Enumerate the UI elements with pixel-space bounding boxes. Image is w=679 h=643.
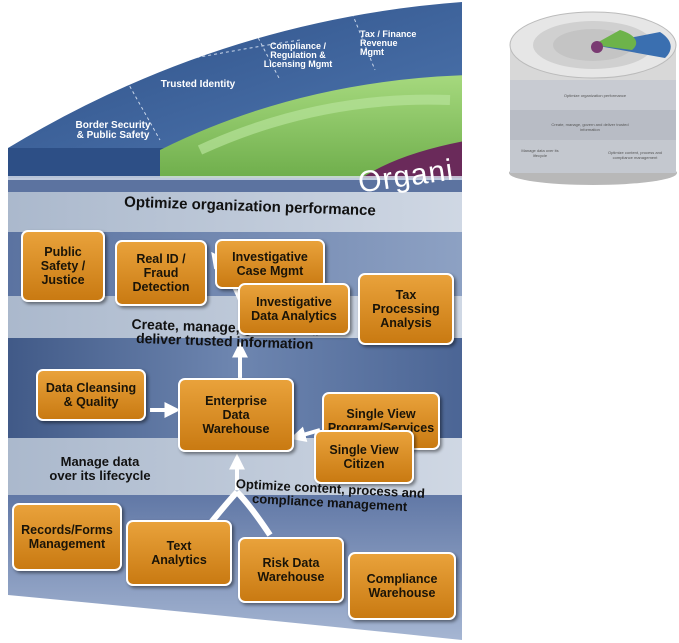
band-manage-lifecycle: Manage data over its lifecycle — [49, 454, 151, 483]
box-investigative-case: Investigative Case Mgmt — [215, 239, 325, 289]
box-text-analytics: Text Analytics — [126, 520, 232, 586]
box-tax-processing: Tax Processing Analysis — [358, 273, 454, 345]
box-data-cleansing: Data Cleansing & Quality — [36, 369, 146, 421]
box-records-forms: Records/Forms Management — [12, 503, 122, 571]
box-real-id: Real ID / Fraud Detection — [115, 240, 207, 306]
box-investigative-data: Investigative Data Analytics — [238, 283, 350, 335]
box-enterprise-dw: Enterprise Data Warehouse — [178, 378, 294, 452]
thumbnail-line-1: Optimize organization performance — [563, 93, 627, 98]
segment-tax-finance: Tax / Finance Revenue Mgmt — [360, 29, 417, 57]
cylinder-thumbnail — [509, 11, 677, 185]
segment-compliance: Compliance / Regulation & Licensing Mgmt — [263, 41, 333, 69]
segment-trusted-identity: Trusted Identity — [160, 79, 236, 90]
box-risk-dw: Risk Data Warehouse — [238, 537, 344, 603]
thumbnail-line-4: Optimize content, process and compliance… — [607, 150, 663, 160]
thumbnail-line-2: Create, manage, govern and deliver trust… — [551, 122, 629, 132]
box-compliance-wh: Compliance Warehouse — [348, 552, 456, 620]
box-public-safety: Public Safety / Justice — [21, 230, 105, 302]
box-single-view-citizen: Single View Citizen — [314, 430, 414, 484]
thumbnail-line-3: Manage data over its lifecycle — [521, 148, 559, 158]
segment-border-security: Border Security & Public Safety — [75, 120, 151, 141]
